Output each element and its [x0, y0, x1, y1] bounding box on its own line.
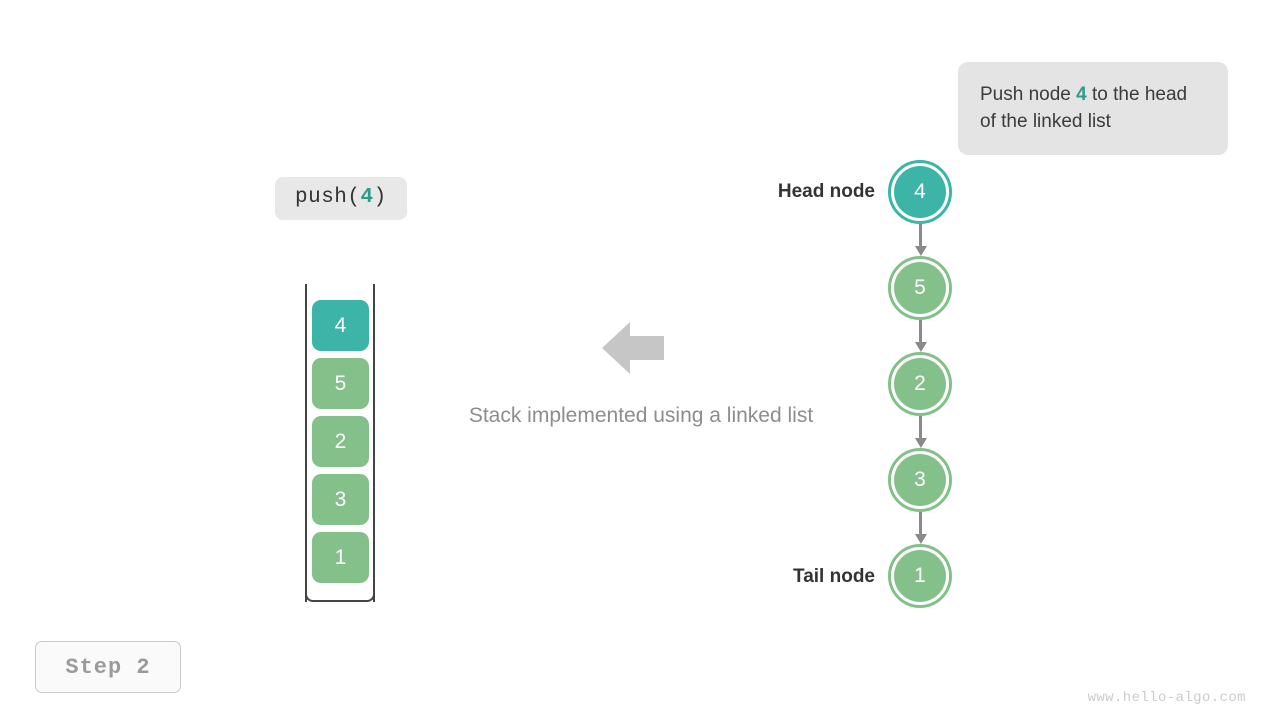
list-node-head: 4 — [888, 160, 952, 224]
callout-text-before: Push node — [980, 84, 1077, 105]
stack-floor — [305, 588, 375, 602]
link-shaft — [919, 320, 922, 344]
link-arrowhead — [915, 438, 927, 448]
left-arrow-icon — [602, 319, 664, 382]
head-node-label: Head node — [777, 181, 875, 202]
link-shaft — [919, 512, 922, 536]
linked-list: 4 5 2 3 1 — [888, 160, 952, 610]
step-badge: Step 2 — [35, 641, 181, 693]
list-node-tail: 1 — [888, 544, 952, 608]
link-arrow-icon — [915, 224, 927, 256]
stack-item-list: 4 5 2 3 1 — [312, 300, 369, 590]
stack-cell: 1 — [312, 532, 369, 583]
list-node-value: 1 — [894, 550, 946, 602]
diagram-caption: Stack implemented using a linked list — [468, 404, 814, 427]
list-node-value: 2 — [894, 358, 946, 410]
callout-highlight-value: 4 — [1076, 84, 1087, 105]
list-node-value: 5 — [894, 262, 946, 314]
operation-argument: 4 — [360, 186, 374, 209]
link-arrow-icon — [915, 416, 927, 448]
stack-cell: 2 — [312, 416, 369, 467]
list-node: 5 — [888, 256, 952, 320]
link-arrowhead — [915, 534, 927, 544]
link-arrow-icon — [915, 320, 927, 352]
tail-node-label: Tail node — [793, 566, 875, 587]
link-shaft — [919, 224, 922, 248]
stack-cell: 3 — [312, 474, 369, 525]
callout-text-after: to the head of the linked list — [980, 84, 1188, 132]
stack-wall-right — [373, 284, 375, 602]
operation-label: push(4) — [275, 177, 407, 220]
list-node: 2 — [888, 352, 952, 416]
watermark: www.hello-algo.com — [1087, 690, 1246, 706]
operation-name: push( — [295, 186, 361, 209]
list-node-value: 3 — [894, 454, 946, 506]
stack-cell: 4 — [312, 300, 369, 351]
stack-cell: 5 — [312, 358, 369, 409]
stack-wall-left — [305, 284, 307, 602]
link-arrowhead — [915, 246, 927, 256]
callout-box: Push node 4 to the head of the linked li… — [958, 62, 1228, 155]
list-node-value: 4 — [894, 166, 946, 218]
stack-container: 4 5 2 3 1 — [305, 284, 375, 602]
list-node: 3 — [888, 448, 952, 512]
link-shaft — [919, 416, 922, 440]
operation-close-paren: ) — [373, 186, 387, 209]
link-arrowhead — [915, 342, 927, 352]
link-arrow-icon — [915, 512, 927, 544]
